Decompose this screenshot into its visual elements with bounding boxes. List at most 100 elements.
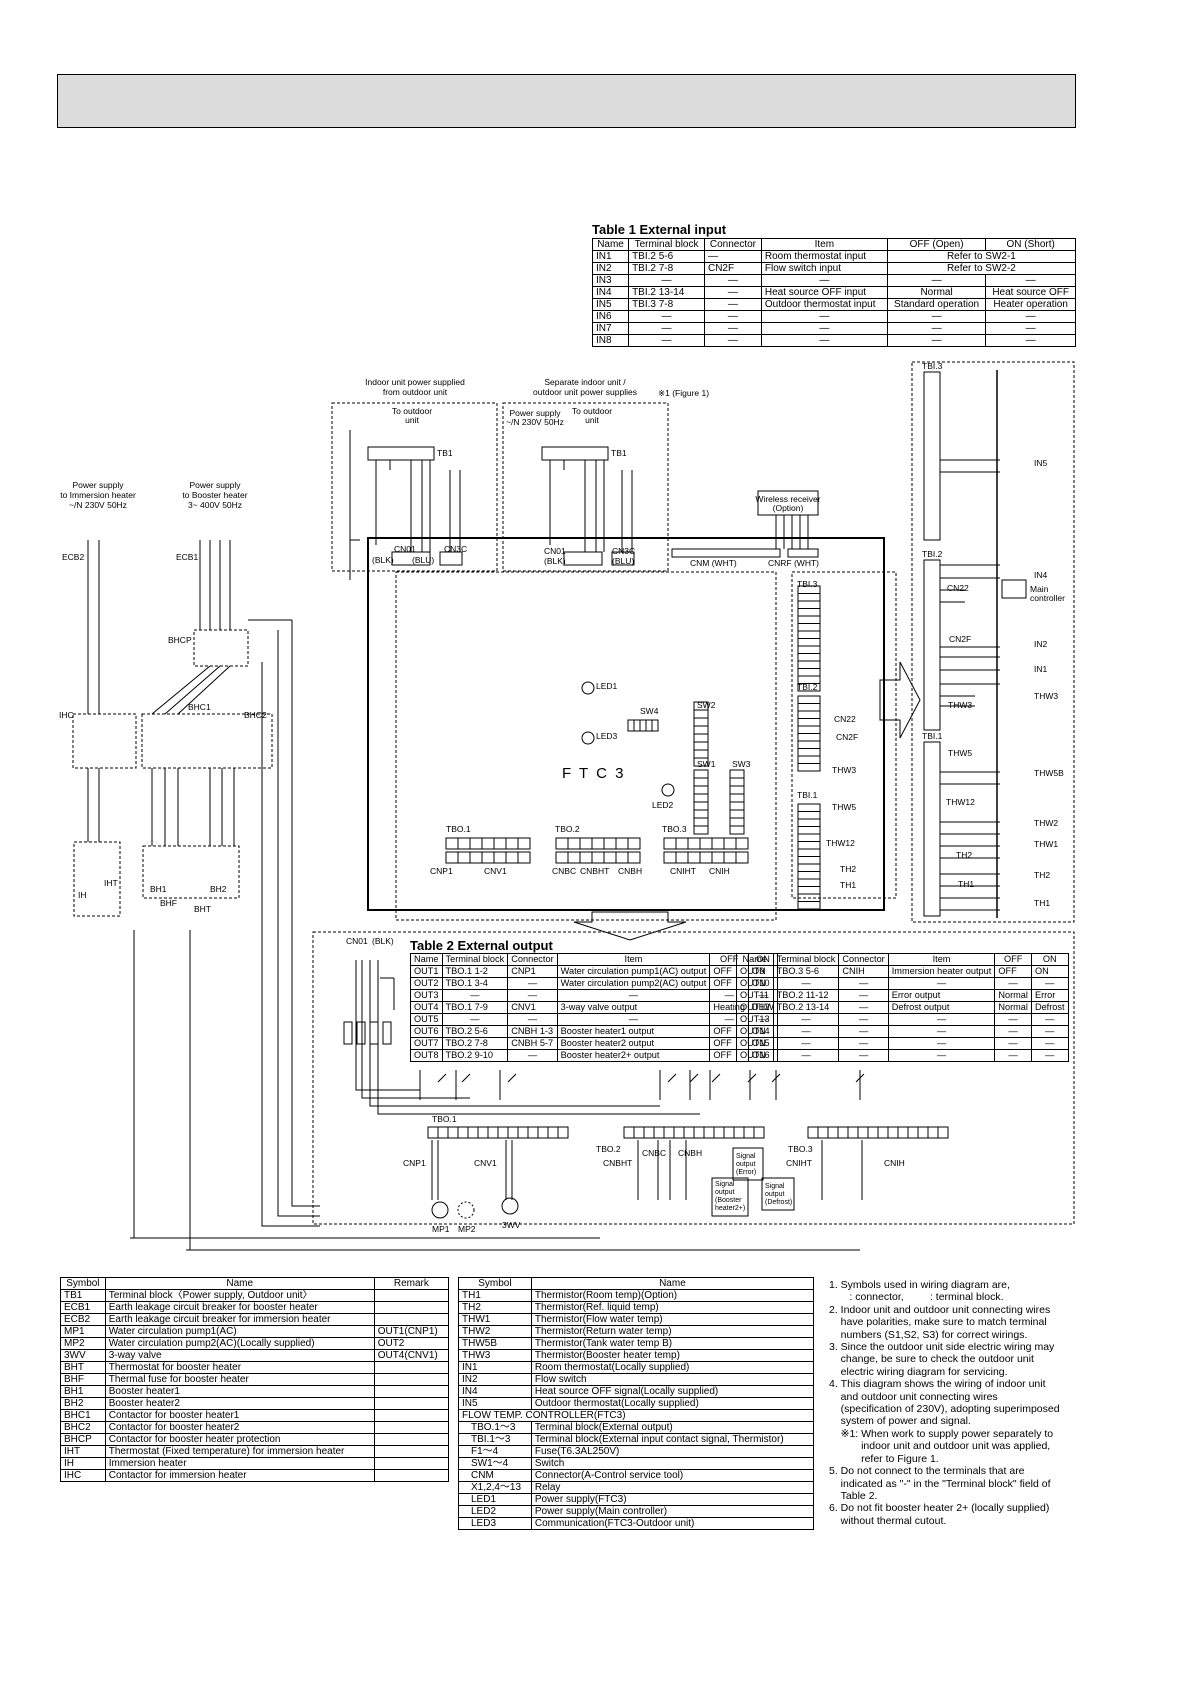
tbo2-output-terminal bbox=[693, 1126, 705, 1139]
ps-booster-2: to Booster heater bbox=[182, 490, 247, 500]
in4-label: IN4 bbox=[1034, 570, 1048, 580]
table2-row: OUT3————— bbox=[410, 989, 778, 1002]
table2-header-cell: ON bbox=[1030, 953, 1069, 966]
tbo2-lower-terminal bbox=[555, 851, 569, 864]
tbo1-upper-terminal bbox=[457, 837, 471, 850]
wireless-label-2: (Option) bbox=[773, 503, 804, 513]
tbi-board-terminal bbox=[797, 608, 821, 617]
bh2-label: BH2 bbox=[210, 884, 227, 894]
board-label: F T C 3 bbox=[562, 765, 625, 782]
arrow-right-shape bbox=[879, 661, 921, 739]
table2-cell: TBO.1 1-2 bbox=[441, 965, 509, 978]
symbol-cell: Terminal block(External output) bbox=[530, 1421, 815, 1434]
symbol-header-cell: Remark bbox=[373, 1277, 450, 1290]
tbi-board-terminal bbox=[797, 878, 821, 887]
table2-cell: CNBH 1-3 bbox=[507, 1025, 558, 1038]
tbo1-output-terminal bbox=[507, 1126, 519, 1139]
tbo3-output-terminal bbox=[807, 1126, 819, 1139]
tbo2-output-terminal bbox=[703, 1126, 715, 1139]
tbi-board-terminal bbox=[797, 733, 821, 742]
tbi-board-terminal bbox=[797, 748, 821, 757]
tbi-board-terminal bbox=[797, 833, 821, 842]
symbol-cell: THW3 bbox=[458, 1349, 532, 1362]
tbo3-output-terminal bbox=[897, 1126, 909, 1139]
symbol-cell: LED2 bbox=[458, 1505, 532, 1518]
symbol-cell: THW5B bbox=[458, 1337, 532, 1350]
table2-cell: — bbox=[838, 989, 889, 1002]
symbol-cell: Thermistor(Ref. liquid temp) bbox=[530, 1301, 815, 1314]
sw3-switch bbox=[729, 809, 745, 819]
tbi-board-terminal bbox=[797, 653, 821, 662]
tbi-board-terminal bbox=[797, 848, 821, 857]
tbo3-output-terminal bbox=[847, 1126, 859, 1139]
sw1-switch bbox=[693, 801, 709, 811]
note-line: and outdoor unit connecting wires bbox=[829, 1390, 998, 1403]
note-line: 2. Indoor unit and outdoor unit connecti… bbox=[829, 1303, 1051, 1316]
symbol-cell: IN4 bbox=[458, 1385, 532, 1398]
tbo2-output-terminal bbox=[633, 1126, 645, 1139]
cn01-label-output: CN01 bbox=[346, 936, 368, 946]
tbi-board-terminal bbox=[797, 695, 821, 704]
cnih-label: CNIH bbox=[709, 866, 730, 876]
note-line: without thermal cutout. bbox=[829, 1514, 947, 1527]
symbol-cell: X1,2,4～13 bbox=[458, 1481, 532, 1494]
tbo2-upper-terminal bbox=[591, 837, 605, 850]
main-controller-1: Main bbox=[1030, 584, 1049, 594]
table2-cell: ON bbox=[1030, 965, 1069, 978]
note-line: 1. Symbols used in wiring diagram are, bbox=[829, 1279, 1010, 1291]
table2-row: OUT13————— bbox=[736, 1013, 1069, 1026]
symbol-cell: Booster heater2 bbox=[104, 1397, 375, 1410]
cnrf-connector bbox=[787, 548, 819, 558]
table2-cell: — bbox=[1030, 1037, 1069, 1050]
thw1-label: THW1 bbox=[1034, 839, 1058, 849]
sw2-switch bbox=[693, 733, 709, 743]
enclosure-tbi-group bbox=[791, 571, 897, 899]
table2-cell: — bbox=[887, 1049, 996, 1062]
tbi-board-terminal bbox=[797, 841, 821, 850]
cn3c-connector-left bbox=[439, 551, 463, 566]
tbo3-output-terminal bbox=[937, 1126, 949, 1139]
wireless-label-1: Wireless receiver bbox=[755, 494, 820, 504]
tbo3-output-terminal bbox=[907, 1126, 919, 1139]
booster-power-wires bbox=[199, 540, 231, 630]
table2-cell: Defrost bbox=[1030, 1001, 1069, 1014]
power-supply-small-1: Power supply bbox=[509, 408, 561, 418]
tbo3-label-output: TBO.3 bbox=[788, 1144, 813, 1154]
table2-cell: — bbox=[994, 1049, 1032, 1062]
table2-cell: — bbox=[1030, 977, 1069, 990]
main-controller-2: controller bbox=[1030, 593, 1065, 603]
sw4-terminal bbox=[651, 719, 659, 732]
sw4-terminal bbox=[645, 719, 653, 732]
cnm-connector bbox=[671, 548, 781, 558]
bh1-label: BH1 bbox=[150, 884, 167, 894]
tbo3-upper-terminal bbox=[687, 837, 701, 850]
bhc-box bbox=[141, 713, 273, 769]
table2-cell: Booster heater2 output bbox=[556, 1037, 711, 1050]
table2-cell: OUT14 bbox=[736, 1025, 774, 1038]
tb1-block-mid bbox=[541, 446, 609, 461]
symbol-cell: ECB1 bbox=[60, 1301, 106, 1314]
fuse-f2 bbox=[356, 1021, 366, 1045]
table2-cell: TBO.2 9-10 bbox=[441, 1049, 509, 1062]
cnih-label-output: CNIH bbox=[884, 1158, 905, 1168]
tbo3-output-terminal bbox=[887, 1126, 899, 1139]
tbi2-block-right bbox=[923, 559, 941, 731]
thw5-label-board: THW5 bbox=[832, 802, 856, 812]
tbo3-output-terminal bbox=[817, 1126, 829, 1139]
table1-row: IN8————— bbox=[591, 334, 1076, 347]
table2-cell: Error bbox=[1030, 989, 1069, 1002]
symbol-cell: Terminal block〈Power supply, Outdoor uni… bbox=[104, 1289, 375, 1302]
sw1-switch bbox=[693, 793, 709, 803]
cn01-connector-mid bbox=[563, 551, 603, 566]
table2-cell: — bbox=[507, 1049, 558, 1062]
